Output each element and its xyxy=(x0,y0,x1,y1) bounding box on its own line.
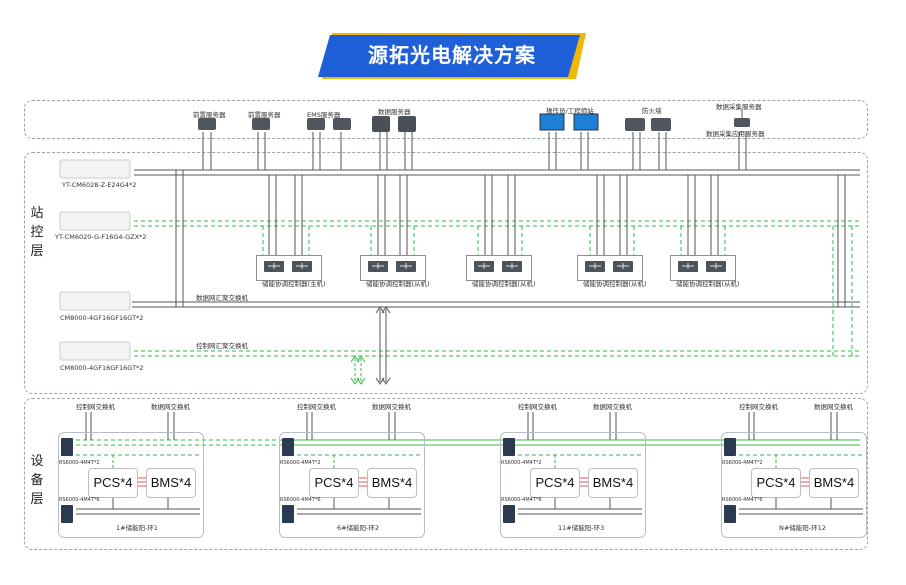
cabinet-top-device-label: RS6000-4M4T*2 xyxy=(59,460,100,466)
cabinet-bottom-device-label: RS6000-4M4T*6 xyxy=(501,497,542,503)
energy-storage-cabinet xyxy=(500,432,646,538)
control-network-switch-label: 控制网交换机 xyxy=(739,403,778,411)
router-icon xyxy=(678,261,726,272)
switch-label-1: YT-CM6028-Z-E24G4*2 xyxy=(62,181,137,189)
device-layer-label: 设备层 xyxy=(30,454,44,507)
page-title: 源拓光电解决方案 xyxy=(368,43,536,67)
data-aggregation-label: 数据网汇聚交换机 xyxy=(196,294,248,302)
router-icon xyxy=(264,261,312,272)
coordination-controller-label: 储能协调控制器(从机) xyxy=(583,280,647,288)
data-collection-server-label: 数据采集服务器 xyxy=(716,103,762,111)
operator-station-label: 操作员/工程师站 xyxy=(546,107,594,115)
ems-server-label: EMS服务器 xyxy=(307,111,341,119)
front-server-label-2: 前置服务器 xyxy=(248,111,281,119)
cabinet-bottom-device-label: RS6000-4M4T*6 xyxy=(280,497,321,503)
cabinet-name-label: 1#储能阳-环1 xyxy=(116,524,159,532)
energy-storage-cabinet xyxy=(279,432,425,538)
firewall-label: 防火墙 xyxy=(642,107,662,115)
energy-storage-cabinet xyxy=(721,432,867,538)
switch-label-3: CM8000-4GF16GF16GT*2 xyxy=(60,314,144,322)
bms-box: BMS*4 xyxy=(809,468,859,498)
switch-label-4: CM8000-4GF16GF16GT*2 xyxy=(60,364,144,372)
control-network-switch-label: 控制网交换机 xyxy=(76,403,115,411)
switch-chassis xyxy=(59,159,131,361)
cabinet-name-label: 11#储能阳-环3 xyxy=(558,524,605,532)
data-network-switch-label: 数据网交换机 xyxy=(593,403,632,411)
cabinet-top-device-label: RS6000-4M4T*2 xyxy=(280,460,321,466)
data-network-switch-label: 数据网交换机 xyxy=(814,403,853,411)
control-network-switch-label: 控制网交换机 xyxy=(518,403,557,411)
cabinet-name-label: N#储能阳-环12 xyxy=(779,524,826,532)
data-network-switch-label: 数据网交换机 xyxy=(372,403,411,411)
title-banner xyxy=(318,33,586,79)
coordination-controller-box xyxy=(670,255,736,281)
station-control-region xyxy=(24,152,868,394)
pcs-box: PCS*4 xyxy=(751,468,801,498)
data-network-switch-label: 数据网交换机 xyxy=(151,403,190,411)
coordination-controller-box xyxy=(360,255,426,281)
cabinet-bottom-device-label: RS6000-4M4T*6 xyxy=(59,497,100,503)
switch-label-2: YT-CM6020-G-F16G4-GZX*2 xyxy=(55,233,147,241)
cabinet-bottom-device-label: RS6000-4M4T*6 xyxy=(722,497,763,503)
control-network-switch-label: 控制网交换机 xyxy=(297,403,336,411)
pcs-box: PCS*4 xyxy=(530,468,580,498)
coordination-controller-label: 储能协调控制器(从机) xyxy=(366,280,430,288)
control-aggregation-label: 控制网汇聚交换机 xyxy=(196,342,248,350)
cabinet-name-label: 6#储能阳-环2 xyxy=(337,524,380,532)
front-server-label-1: 前置服务器 xyxy=(193,111,226,119)
bms-box: BMS*4 xyxy=(146,468,196,498)
pcs-box: PCS*4 xyxy=(309,468,359,498)
cabinet-top-device-label: RS6000-4M4T*2 xyxy=(501,460,542,466)
cabinet-top-device-label: RS6000-4M4T*2 xyxy=(722,460,763,466)
bms-box: BMS*4 xyxy=(588,468,638,498)
coordination-controller-label: 储能协调控制器(主机) xyxy=(262,280,326,288)
station-layer-label: 站控层 xyxy=(30,206,44,259)
coordination-controller-label: 储能协调控制器(从机) xyxy=(472,280,536,288)
data-server-label: 数据服务器 xyxy=(378,108,411,116)
router-icon xyxy=(585,261,633,272)
coordination-controller-box xyxy=(466,255,532,281)
energy-storage-cabinet xyxy=(58,432,204,538)
server-icons xyxy=(198,110,750,132)
server-region xyxy=(24,100,868,139)
device-region xyxy=(24,398,868,550)
router-icon xyxy=(368,261,416,272)
coordination-controller-label: 储能协调控制器(从机) xyxy=(676,280,740,288)
coordination-controller-box xyxy=(256,255,322,281)
bms-box: BMS*4 xyxy=(367,468,417,498)
data-collection-app-server-label: 数据采集应用服务器 xyxy=(706,130,765,138)
pcs-box: PCS*4 xyxy=(88,468,138,498)
coordination-controller-box xyxy=(577,255,643,281)
router-icon xyxy=(474,261,522,272)
